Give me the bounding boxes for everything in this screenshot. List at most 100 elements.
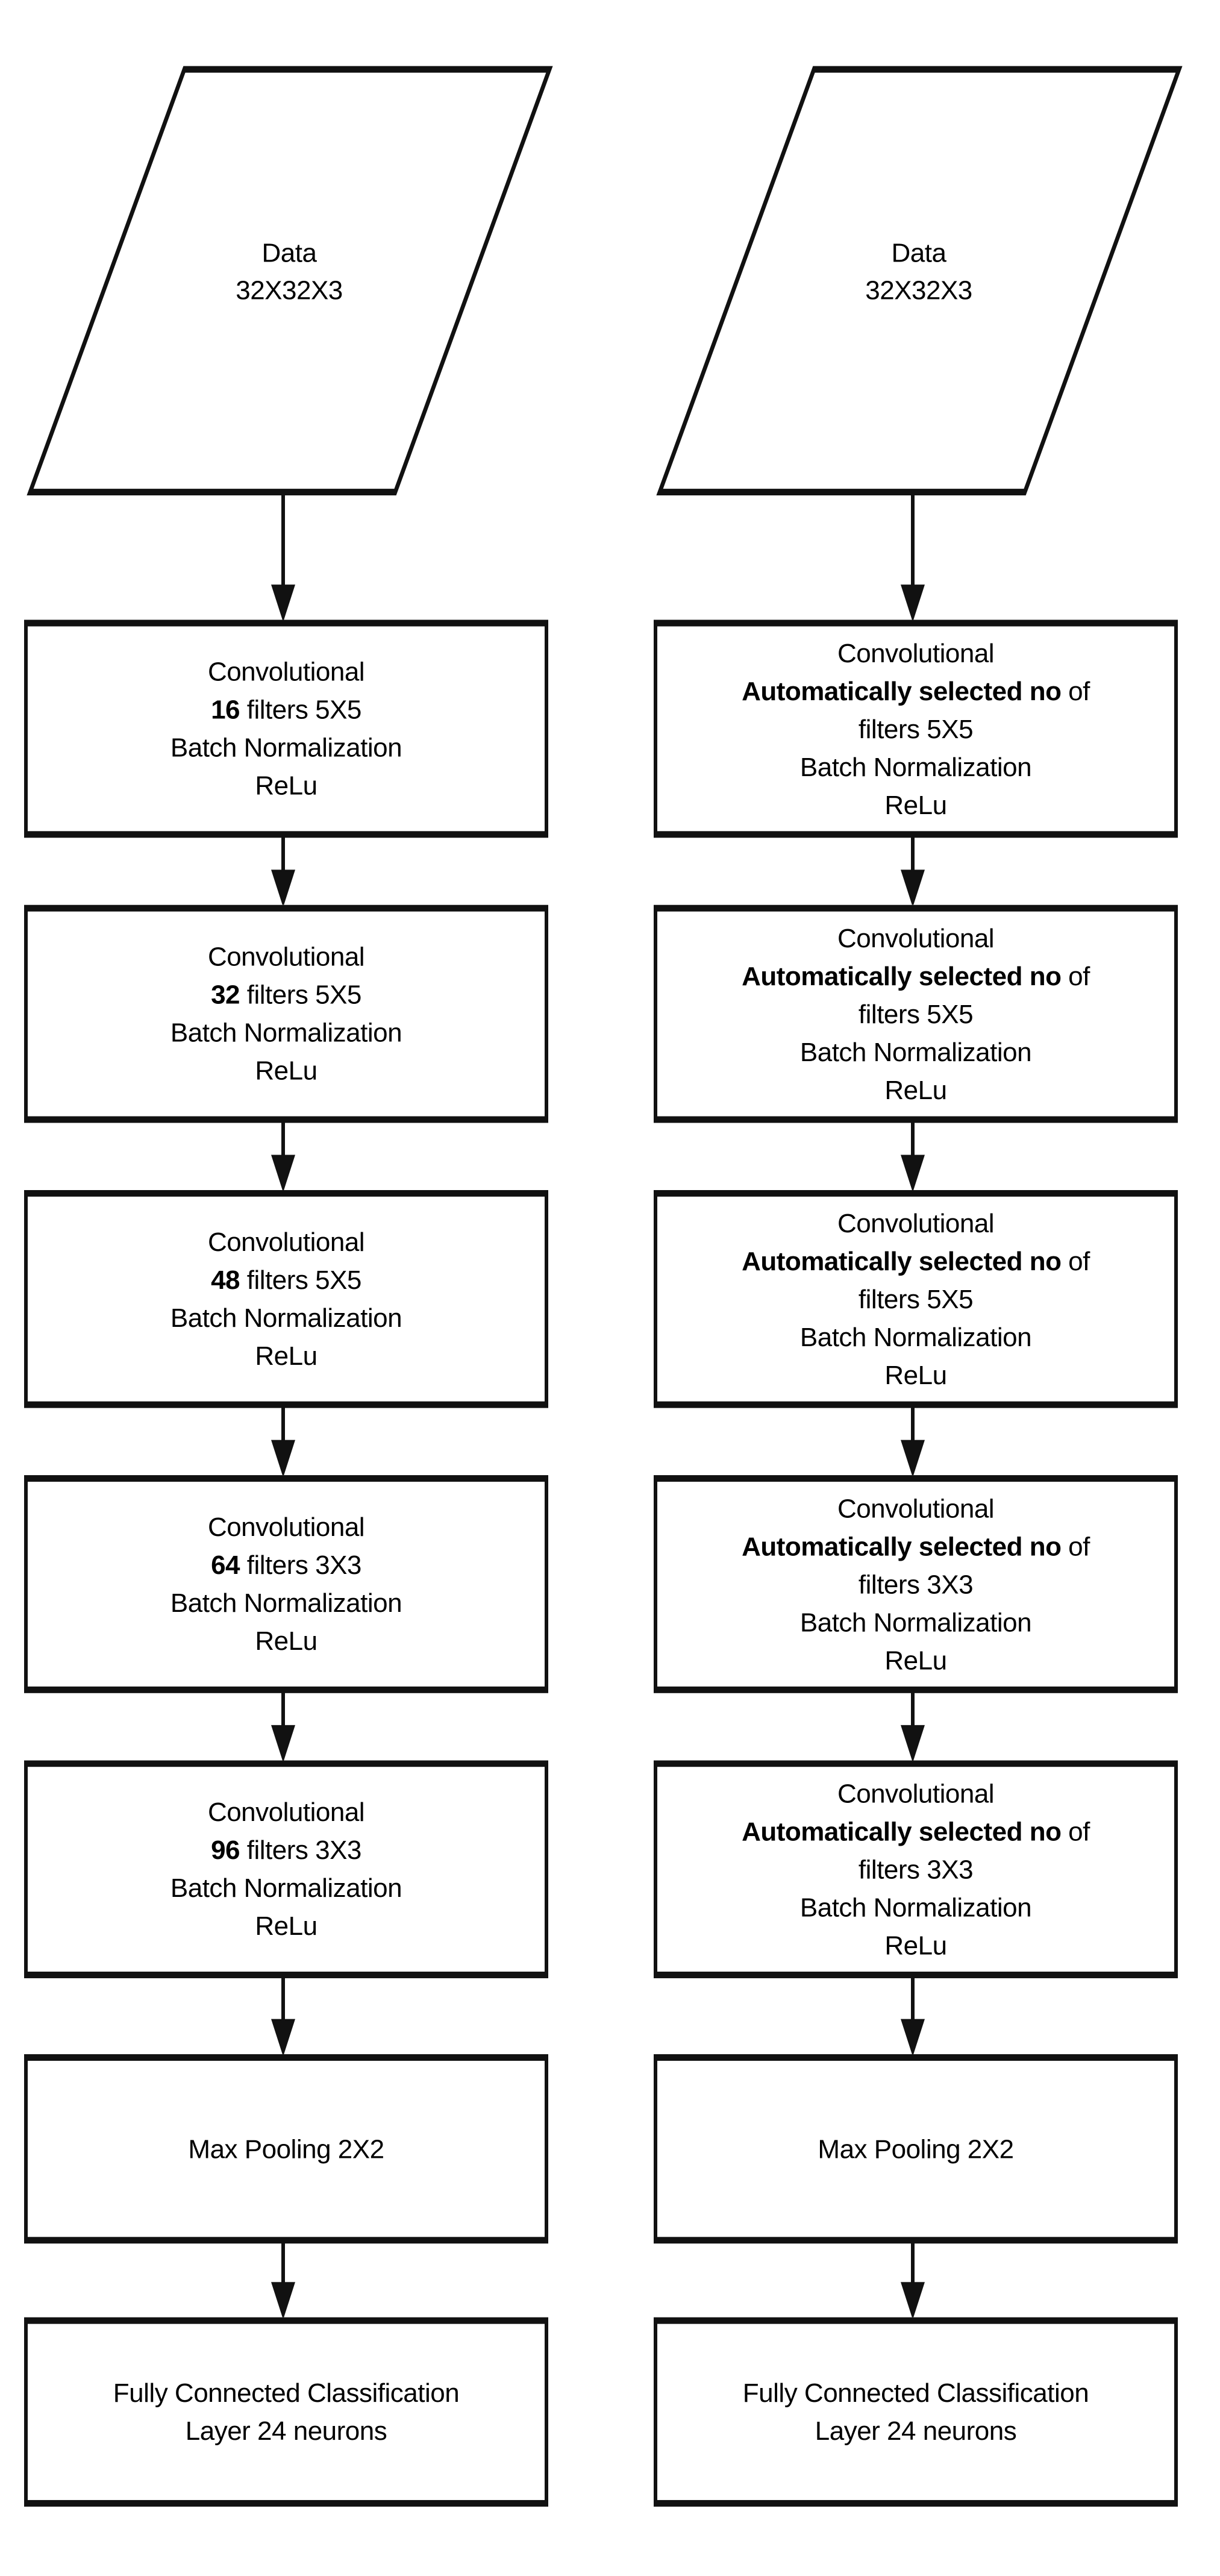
conv-layer-4-auto-filters: Automatically selected no of — [662, 1527, 1169, 1565]
arrow-conv5-to-pooling — [901, 1975, 925, 2057]
arrow-conv4-to-conv5 — [901, 1690, 925, 1763]
conv-layer-4-box[interactable]: Convolutional 64 filters 3X3 Batch Norma… — [24, 1475, 548, 1693]
arrow-conv1-to-conv2 — [271, 834, 295, 907]
conv-layer-1-filters: 16 filters 5X5 — [33, 691, 540, 729]
data-node-line1: Data — [891, 238, 946, 268]
conv-layer-3-title: Convolutional — [207, 1227, 365, 1257]
conv-layer-5-filters: 96 filters 3X3 — [33, 1831, 540, 1869]
fully-connected-box[interactable]: Fully Connected Classification Layer 24 … — [24, 2317, 548, 2507]
arrow-conv4-to-conv5 — [271, 1690, 295, 1763]
conv-layer-4-filters: 64 filters 3X3 — [33, 1546, 540, 1584]
fully-connected-line2: Layer 24 neurons — [815, 2416, 1017, 2446]
conv-layer-4-activation: ReLu — [255, 1626, 318, 1656]
conv-layer-2-filters: 32 filters 5X5 — [33, 976, 540, 1014]
conv-layer-3-box[interactable]: Convolutional Automatically selected no … — [654, 1189, 1178, 1408]
conv-layer-2-auto-filters: Automatically selected no of — [662, 957, 1169, 995]
data-node-right[interactable]: Data 32X32X3 — [654, 60, 1184, 501]
conv-layer-1-box[interactable]: Convolutional 16 filters 5X5 Batch Norma… — [24, 619, 548, 838]
conv-layer-1-activation: ReLu — [884, 789, 947, 819]
data-node-label: Data 32X32X3 — [24, 234, 554, 309]
arrow-conv1-to-conv2 — [901, 834, 925, 907]
conv-layer-1-norm: Batch Normalization — [170, 733, 402, 763]
conv-layer-1-norm: Batch Normalization — [799, 751, 1032, 782]
conv-layer-4-filter-suffix: filters 3X3 — [240, 1550, 362, 1580]
conv-layer-3-activation: ReLu — [884, 1360, 947, 1390]
conv-layer-1-title: Convolutional — [207, 657, 365, 687]
data-node-line2: 32X32X3 — [865, 275, 972, 306]
arrow-conv2-to-conv3 — [901, 1119, 925, 1192]
conv-layer-5-box[interactable]: Convolutional 96 filters 3X3 Batch Norma… — [24, 1760, 548, 1978]
conv-layer-5-filter-count: 96 — [211, 1835, 240, 1866]
conv-layer-4-norm: Batch Normalization — [799, 1607, 1032, 1637]
conv-layer-5-box[interactable]: Convolutional Automatically selected no … — [654, 1760, 1178, 1978]
conv-layer-4-box[interactable]: Convolutional Automatically selected no … — [654, 1475, 1178, 1693]
conv-layer-2-auto-tail: of — [1061, 961, 1090, 991]
conv-layer-4-title: Convolutional — [837, 1493, 995, 1523]
conv-layer-5-title: Convolutional — [837, 1778, 995, 1808]
conv-layer-5-auto-bold: Automatically selected no — [742, 1816, 1062, 1846]
conv-layer-4-filter-size: filters 3X3 — [858, 1569, 974, 1599]
conv-layer-4-norm: Batch Normalization — [170, 1588, 402, 1618]
conv-layer-3-box[interactable]: Convolutional 48 filters 5X5 Batch Norma… — [24, 1189, 548, 1408]
parallelogram-shape — [27, 66, 553, 496]
conv-layer-3-activation: ReLu — [255, 1341, 318, 1371]
conv-layer-5-filter-suffix: filters 3X3 — [240, 1835, 362, 1866]
data-node-line2: 32X32X3 — [236, 275, 343, 306]
conv-layer-2-auto-bold: Automatically selected no — [742, 961, 1062, 991]
conv-layer-5-activation: ReLu — [255, 1911, 318, 1941]
conv-layer-3-auto-tail: of — [1061, 1246, 1090, 1276]
conv-layer-2-filter-count: 32 — [211, 980, 240, 1010]
conv-layer-1-auto-bold: Automatically selected no — [742, 675, 1062, 706]
data-node-left[interactable]: Data 32X32X3 — [24, 60, 554, 501]
conv-layer-2-norm: Batch Normalization — [170, 1018, 402, 1048]
conv-layer-2-box[interactable]: Convolutional 32 filters 5X5 Batch Norma… — [24, 904, 548, 1123]
conv-layer-5-filter-size: filters 3X3 — [858, 1854, 974, 1884]
conv-layer-1-filter-suffix: filters 5X5 — [240, 695, 362, 725]
arrow-data-to-conv1 — [271, 492, 295, 622]
conv-layer-3-filter-suffix: filters 5X5 — [240, 1265, 362, 1295]
conv-layer-2-title: Convolutional — [207, 942, 365, 972]
data-node-line1: Data — [261, 238, 317, 268]
max-pooling-label: Max Pooling 2X2 — [818, 2134, 1014, 2164]
max-pooling-box[interactable]: Max Pooling 2X2 — [24, 2054, 548, 2244]
arrow-pooling-to-classifier — [901, 2240, 925, 2320]
fully-connected-line1: Fully Connected Classification — [742, 2378, 1089, 2408]
conv-layer-3-auto-filters: Automatically selected no of — [662, 1242, 1169, 1280]
max-pooling-box[interactable]: Max Pooling 2X2 — [654, 2054, 1178, 2244]
arrow-pooling-to-classifier — [271, 2240, 295, 2320]
conv-layer-4-title: Convolutional — [207, 1512, 365, 1542]
conv-layer-2-filter-size: filters 5X5 — [858, 999, 974, 1029]
fully-connected-box[interactable]: Fully Connected Classification Layer 24 … — [654, 2317, 1178, 2507]
conv-layer-1-auto-filters: Automatically selected no of — [662, 672, 1169, 710]
conv-layer-5-auto-filters: Automatically selected no of — [662, 1813, 1169, 1851]
conv-layer-2-filter-suffix: filters 5X5 — [240, 980, 362, 1010]
max-pooling-label: Max Pooling 2X2 — [188, 2134, 384, 2164]
conv-layer-4-activation: ReLu — [884, 1645, 947, 1675]
conv-layer-1-filter-count: 16 — [211, 695, 240, 725]
conv-layer-2-activation: ReLu — [255, 1056, 318, 1086]
conv-layer-2-norm: Batch Normalization — [799, 1037, 1032, 1067]
conv-layer-3-filter-count: 48 — [211, 1265, 240, 1295]
conv-layer-4-auto-tail: of — [1061, 1531, 1090, 1561]
arrow-conv3-to-conv4 — [901, 1405, 925, 1478]
conv-layer-3-filters: 48 filters 5X5 — [33, 1261, 540, 1299]
conv-layer-5-norm: Batch Normalization — [799, 1892, 1032, 1922]
conv-layer-2-activation: ReLu — [884, 1075, 947, 1105]
conv-layer-5-title: Convolutional — [207, 1797, 365, 1828]
conv-layer-5-auto-tail: of — [1061, 1816, 1090, 1846]
conv-layer-3-norm: Batch Normalization — [170, 1303, 402, 1333]
conv-layer-2-box[interactable]: Convolutional Automatically selected no … — [654, 904, 1178, 1123]
conv-layer-1-title: Convolutional — [837, 638, 995, 668]
conv-layer-3-auto-bold: Automatically selected no — [742, 1246, 1062, 1276]
conv-layer-1-activation: ReLu — [255, 771, 318, 801]
data-node-label: Data 32X32X3 — [654, 234, 1184, 309]
conv-layer-3-norm: Batch Normalization — [799, 1322, 1032, 1352]
fully-connected-line2: Layer 24 neurons — [185, 2416, 387, 2446]
arrow-conv2-to-conv3 — [271, 1119, 295, 1192]
conv-layer-4-auto-bold: Automatically selected no — [742, 1531, 1062, 1561]
conv-layer-1-box[interactable]: Convolutional Automatically selected no … — [654, 619, 1178, 838]
conv-layer-2-title: Convolutional — [837, 923, 995, 953]
conv-layer-5-activation: ReLu — [884, 1930, 947, 1960]
arrow-data-to-conv1 — [901, 492, 925, 622]
